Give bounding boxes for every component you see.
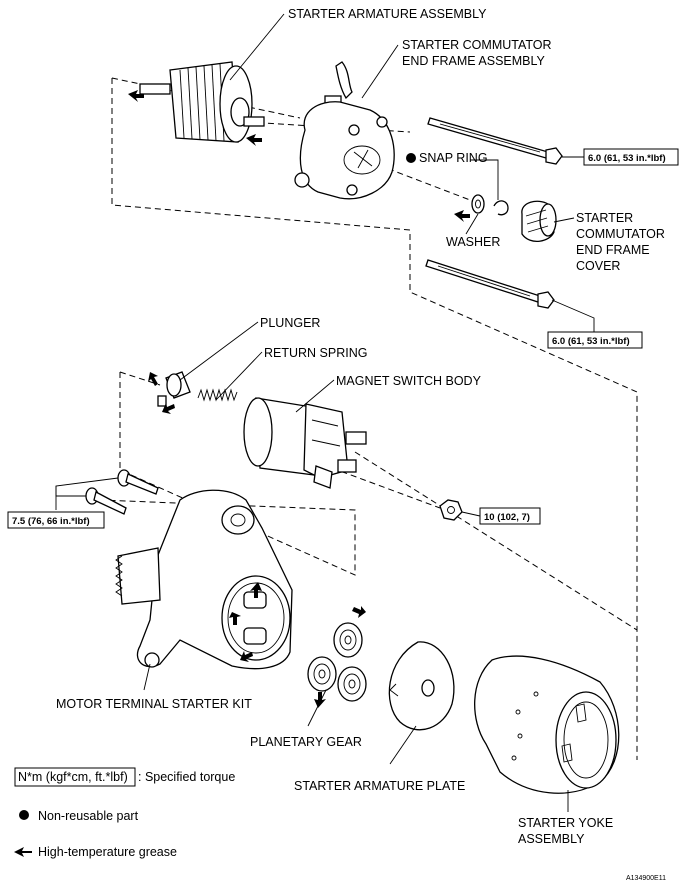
grease-arrow-icon xyxy=(128,90,144,102)
washer xyxy=(454,194,485,222)
label-cover-1: STARTER xyxy=(576,211,633,225)
through-bolt-upper xyxy=(427,117,563,165)
armature-windings xyxy=(179,63,225,142)
non-reusable-dot-icon xyxy=(19,810,29,820)
starter-yoke-assembly xyxy=(474,655,620,794)
label-washer: WASHER xyxy=(446,235,500,249)
legend-nonreusable: Non-reusable part xyxy=(38,809,139,823)
magnet-switch-body xyxy=(243,397,367,489)
legend-torque-units: N*m (kgf*cm, ft.*lbf) xyxy=(18,770,128,784)
label-yoke-2: ASSEMBLY xyxy=(518,832,585,846)
torque-through-bolt-upper: 6.0 (61, 53 in.*lbf) xyxy=(588,153,666,164)
label-motor-terminal: MOTOR TERMINAL STARTER KIT xyxy=(56,697,252,711)
through-bolt-lower xyxy=(425,259,555,309)
label-armature: STARTER ARMATURE ASSEMBLY xyxy=(288,7,487,21)
legend: N*m (kgf*cm, ft.*lbf) : Specified torque… xyxy=(14,767,235,859)
grease-arrow-icon xyxy=(250,582,262,598)
label-cover-3: END FRAME xyxy=(576,243,650,257)
planetary-gears xyxy=(307,606,367,708)
part-labels: STARTER ARMATURE ASSEMBLY STARTER COMMUT… xyxy=(56,7,665,846)
grease-arrow-icon xyxy=(14,847,32,857)
label-armature-plate: STARTER ARMATURE PLATE xyxy=(294,779,465,793)
label-cover-2: COMMUTATOR xyxy=(576,227,665,241)
torque-through-bolt-lower: 6.0 (61, 53 in.*lbf) xyxy=(552,336,630,347)
switch-bolt-lower xyxy=(85,487,127,515)
torque-box-lower xyxy=(547,331,643,349)
label-yoke-1: STARTER YOKE xyxy=(518,816,613,830)
legend-torque-text: : Specified torque xyxy=(138,770,235,784)
plunger xyxy=(148,371,191,414)
label-commutator-end-frame-2: END FRAME ASSEMBLY xyxy=(402,54,546,68)
snap-ring xyxy=(493,200,509,216)
legend-torque-box xyxy=(14,767,136,787)
planetary-gear-top xyxy=(333,622,363,658)
label-cover-4: COVER xyxy=(576,259,620,273)
torque-switch-bolts: 7.5 (76, 66 in.*lbf) xyxy=(12,516,90,527)
leader-lines xyxy=(55,13,595,812)
label-magnet-switch: MAGNET SWITCH BODY xyxy=(336,374,482,388)
grease-arrow-icon xyxy=(314,692,326,708)
switch-bolt-upper xyxy=(117,469,159,495)
grease-arrow-icon xyxy=(229,612,241,625)
planetary-gear-left xyxy=(307,656,337,692)
label-snap-ring: SNAP RING xyxy=(419,151,488,165)
planetary-gear-right xyxy=(337,666,367,702)
non-reusable-dot-icon xyxy=(406,153,416,163)
grease-arrow-icon xyxy=(352,606,366,618)
return-spring xyxy=(197,388,238,402)
starter-armature-assembly xyxy=(128,61,265,146)
grease-arrow-icon xyxy=(454,210,470,222)
torque-terminal-nut: 10 (102, 7) xyxy=(484,512,530,523)
legend-grease: High-temperature grease xyxy=(38,845,177,859)
label-commutator-end-frame-1: STARTER COMMUTATOR xyxy=(402,38,552,52)
grease-arrow-icon xyxy=(240,651,253,662)
commutator-end-frame-assembly xyxy=(294,61,395,200)
torque-box-nut xyxy=(479,507,541,525)
torque-box-upper xyxy=(583,148,679,166)
figure-id: A134900E11 xyxy=(626,875,666,882)
grease-arrow-icon xyxy=(162,403,175,414)
label-planetary-gear: PLANETARY GEAR xyxy=(250,735,362,749)
torque-box-switch xyxy=(7,511,105,529)
torque-specs: 6.0 (61, 53 in.*lbf) 6.0 (61, 53 in.*lbf… xyxy=(7,148,679,529)
commutator-end-frame-cover xyxy=(521,200,557,242)
starter-armature-plate xyxy=(388,641,455,731)
motor-terminal-starter-kit xyxy=(115,489,293,670)
label-plunger: PLUNGER xyxy=(260,316,320,330)
label-return-spring: RETURN SPRING xyxy=(264,346,367,360)
grease-arrow-icon xyxy=(246,134,262,146)
grease-arrow-icon xyxy=(148,372,158,386)
